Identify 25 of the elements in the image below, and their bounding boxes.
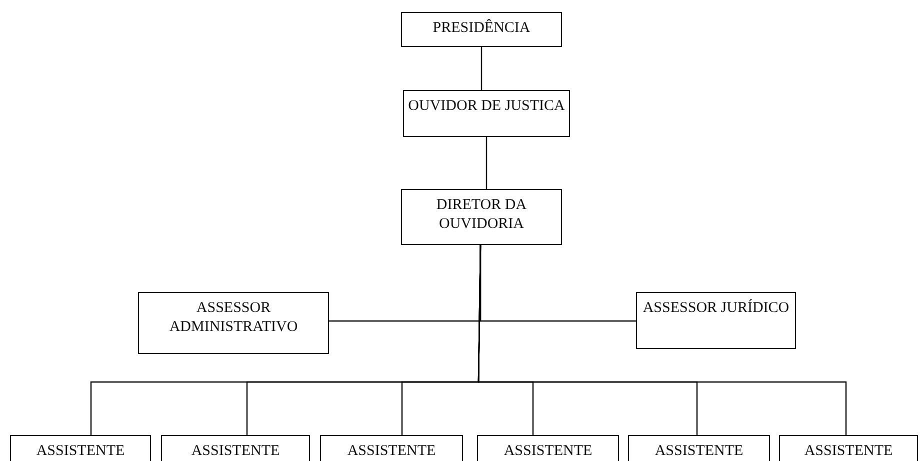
box-label: DIRETOR DA OUVIDORIA	[435, 196, 528, 234]
org-box	[138, 292, 329, 354]
connector-line	[480, 47, 482, 90]
org-box	[320, 435, 463, 461]
org-box	[403, 90, 570, 137]
org-box	[161, 435, 310, 461]
box-label: ASSESSOR JURÍDICO	[642, 299, 790, 318]
org-box	[779, 435, 918, 461]
org-box	[477, 435, 619, 461]
connector-line	[486, 137, 488, 189]
box-label: ASSISTENTE	[190, 442, 281, 461]
box-label: OUVIDOR DE JUSTICA	[407, 97, 566, 116]
org-box	[628, 435, 770, 461]
org-box	[10, 435, 151, 461]
box-label: PRESIDÊNCIA	[432, 19, 532, 38]
org-box	[401, 189, 562, 245]
box-label: ASSESSOR ADMINISTRATIVO	[168, 299, 299, 337]
org-box	[636, 292, 796, 349]
box-label: ASSISTENTE	[502, 442, 594, 461]
box-label: ASSISTENTE	[346, 442, 437, 461]
org-box	[401, 12, 562, 47]
box-label: ASSISTENTE	[654, 442, 744, 461]
box-label: ASSISTENTE	[803, 442, 894, 461]
connector-line	[478, 245, 847, 435]
box-label: ASSISTENTE	[35, 442, 126, 461]
